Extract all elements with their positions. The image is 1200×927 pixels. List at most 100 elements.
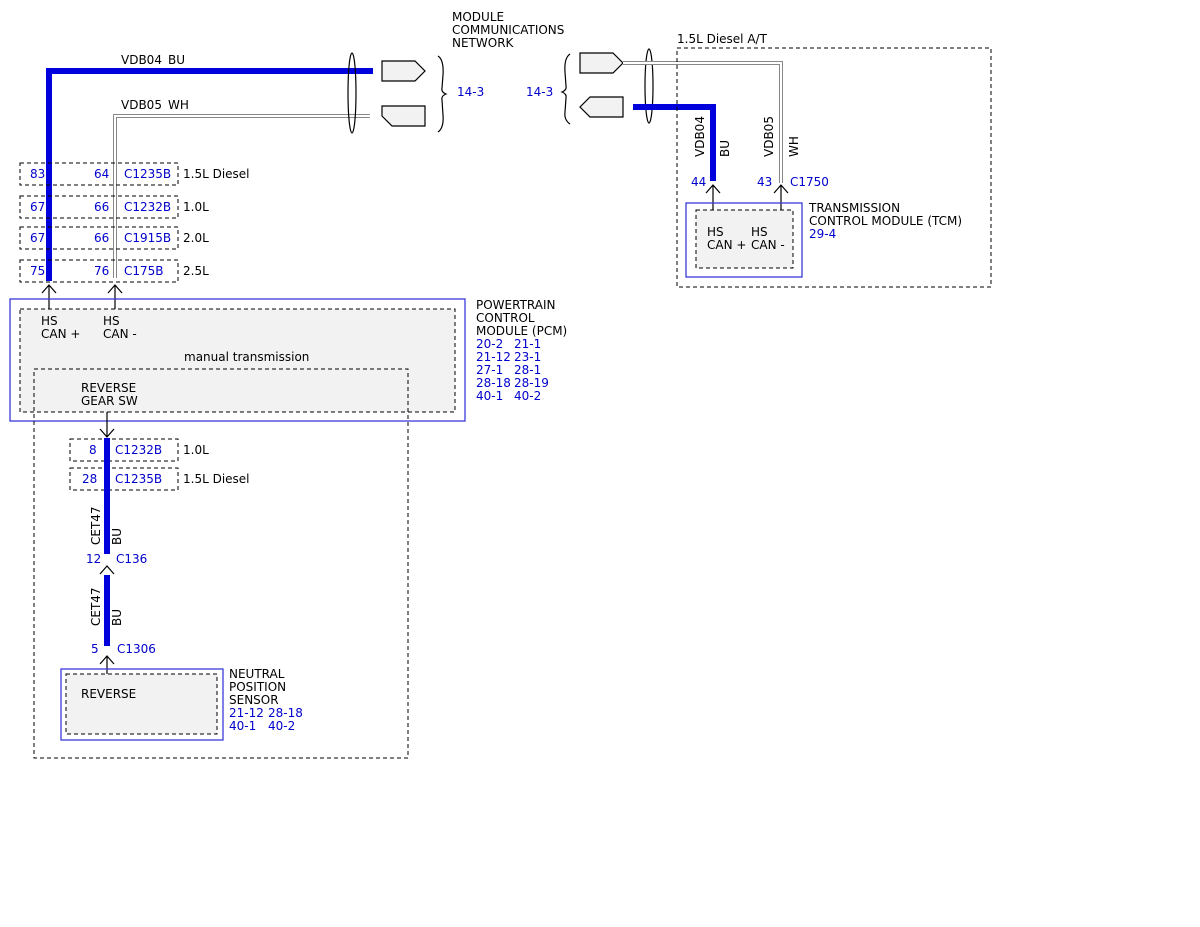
nps-ref[interactable]: 40-2 [268, 719, 295, 733]
wire-vdb05[interactable] [113, 114, 370, 278]
pcm-ref[interactable]: 20-2 [476, 337, 503, 351]
pcm-connector-row: 67 66 C1232B 1.0L [19, 195, 209, 219]
pcm-pin-label-2-line-1: HS [103, 314, 120, 328]
pcm-connector-id[interactable]: C1232B [124, 200, 171, 214]
tcm-ref[interactable]: 29-4 [809, 227, 836, 241]
network-connector-right-bottom[interactable] [579, 96, 624, 118]
reverse-gear-sw-line-1: REVERSE [81, 381, 136, 395]
neutral-position-sensor[interactable] [60, 668, 224, 741]
pcm-ref[interactable]: 28-1 [514, 363, 541, 377]
tcm-wire-vdb04-circuit: VDB04 [693, 116, 707, 157]
tcm-wire-vdb04[interactable] [633, 104, 716, 181]
pcm-name-line-1: POWERTRAIN [476, 298, 556, 312]
nps-ref[interactable]: 21-12 [229, 706, 264, 720]
pcm-ref[interactable]: 28-18 [476, 376, 511, 390]
pcm-ref[interactable]: 21-12 [476, 350, 511, 364]
twisted-pair-symbol-right [644, 48, 654, 124]
manual-transmission-region [33, 368, 409, 759]
pcm-connector-pin-b: 66 [94, 200, 109, 214]
network-ref-left[interactable]: 14-3 [457, 85, 484, 99]
vdb04-color-label: BU [168, 53, 185, 67]
c136-connector[interactable]: C136 [116, 552, 147, 566]
tcm-pin-arrow-44 [705, 184, 721, 210]
network-label: MODULE COMMUNICATIONS NETWORK [452, 10, 564, 50]
c1306-pin: 5 [91, 642, 99, 656]
reverse-connector-pin: 8 [89, 443, 97, 457]
cet47-segment-1-circuit: CET47 [89, 506, 103, 545]
pcm-connector-pin-b: 76 [94, 264, 109, 278]
tcm-name-line-2: CONTROL MODULE (TCM) [809, 214, 962, 228]
pcm-ref[interactable]: 23-1 [514, 350, 541, 364]
pcm-ref[interactable]: 28-19 [514, 376, 549, 390]
pcm-connector-variant: 1.5L Diesel [183, 167, 250, 181]
pcm-connector-pin-a: 83 [30, 167, 45, 181]
tcm-pin-44: 44 [691, 175, 706, 189]
pcm-pin-arrow-can-high [41, 284, 57, 310]
reverse-connector-variant: 1.5L Diesel [183, 472, 250, 486]
tcm-variant-region [676, 47, 992, 288]
pcm-connector-pin-b: 64 [94, 167, 109, 181]
cet47-segment-2-circuit: CET47 [89, 587, 103, 626]
network-title-line-3: NETWORK [452, 36, 515, 50]
nps-name-line-2: POSITION [229, 680, 286, 694]
reverse-connector-id[interactable]: C1235B [115, 472, 162, 486]
pcm-connector-id[interactable]: C1235B [124, 167, 171, 181]
tcm-pin-label-1-line-1: HS [707, 225, 724, 239]
pcm-pin-label-2-line-2: CAN - [103, 327, 137, 341]
nps-ref[interactable]: 40-1 [229, 719, 256, 733]
tcm-pin-label-2-line-1: HS [751, 225, 768, 239]
reverse-connector-pin: 28 [82, 472, 97, 486]
pcm-connector-variant: 2.0L [183, 231, 209, 245]
tcm-pin-arrow-43 [773, 184, 789, 210]
tcm-pin-43: 43 [757, 175, 772, 189]
tcm-pin-label-1-line-2: CAN + [707, 238, 746, 252]
tcm-wire-vdb05-circuit: VDB05 [762, 116, 776, 157]
pcm-connector-row: 67 66 C1915B 2.0L [19, 226, 209, 250]
tcm-pin-label-2-line-2: CAN - [751, 238, 785, 252]
c136-arrow [99, 565, 115, 575]
reverse-gear-sw-line-2: GEAR SW [81, 394, 138, 408]
c1306-arrow [99, 655, 115, 675]
nps-name-line-3: SENSOR [229, 693, 279, 707]
pcm-connector-pin-a: 75 [30, 264, 45, 278]
reverse-output-arrow [99, 412, 115, 438]
wire-vdb04[interactable] [46, 68, 373, 281]
pcm-connector-id[interactable]: C1915B [124, 231, 171, 245]
network-brace-right [560, 53, 571, 125]
pcm-connector-id[interactable]: C175B [124, 264, 164, 278]
network-connector-left-bottom[interactable] [381, 105, 426, 127]
tcm-wire-vdb05-color: WH [787, 136, 801, 157]
reverse-connector-row: 8 C1232B 1.0L [69, 438, 209, 462]
tcm-module[interactable] [685, 202, 803, 278]
pcm-ref[interactable]: 40-1 [476, 389, 503, 403]
pcm-name-line-3: MODULE (PCM) [476, 324, 567, 338]
pcm-pin-arrow-can-low [107, 284, 123, 310]
pcm-connector-variant: 1.0L [183, 200, 209, 214]
nps-ref[interactable]: 28-18 [268, 706, 303, 720]
tcm-wire-vdb05[interactable] [623, 61, 783, 183]
pcm-connector-pin-a: 67 [30, 200, 45, 214]
pcm-name-line-2: CONTROL [476, 311, 535, 325]
reverse-connector-row: 28 C1235B 1.5L Diesel [69, 467, 250, 491]
tcm-wire-vdb04-color: BU [718, 140, 732, 157]
pcm-ref[interactable]: 40-2 [514, 389, 541, 403]
pcm-module[interactable] [9, 298, 466, 422]
network-connector-left-top[interactable] [381, 60, 426, 82]
tcm-connector-c1750[interactable]: C1750 [790, 175, 829, 189]
pcm-ref[interactable]: 27-1 [476, 363, 503, 377]
tcm-variant-label: 1.5L Diesel A/T [677, 32, 768, 46]
cet47-segment-1-color: BU [110, 528, 124, 545]
vdb04-circuit-label: VDB04 [121, 53, 162, 67]
network-ref-right[interactable]: 14-3 [526, 85, 553, 99]
pcm-connector-row: 83 64 C1235B 1.5L Diesel [19, 162, 250, 186]
reverse-connector-id[interactable]: C1232B [115, 443, 162, 457]
c1306-connector[interactable]: C1306 [117, 642, 156, 656]
vdb05-circuit-label: VDB05 [121, 98, 162, 112]
nps-name-line-1: NEUTRAL [229, 667, 285, 681]
network-connector-right-top[interactable] [579, 52, 624, 74]
pcm-ref[interactable]: 21-1 [514, 337, 541, 351]
pcm-connector-row: 75 76 C175B 2.5L [19, 259, 209, 283]
cet47-segment-2-color: BU [110, 609, 124, 626]
network-title-line-2: COMMUNICATIONS [452, 23, 564, 37]
